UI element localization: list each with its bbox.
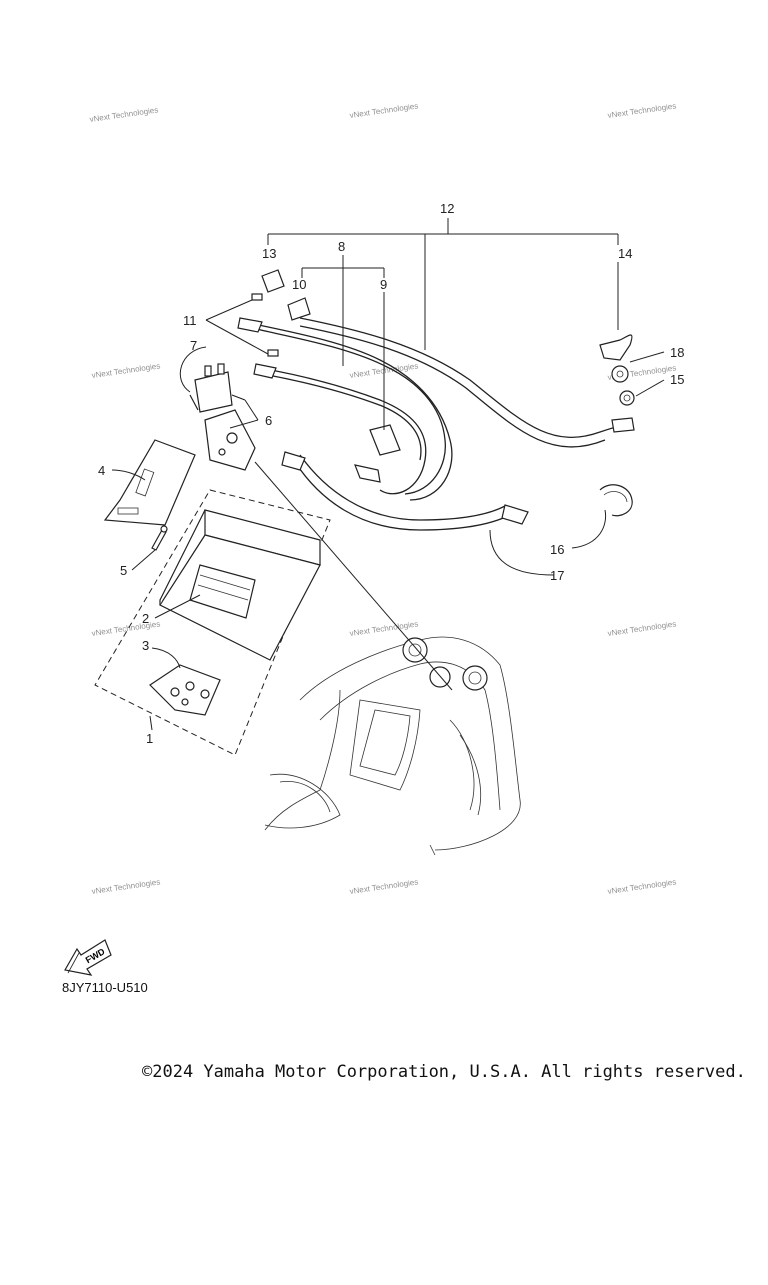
ground-leader bbox=[254, 461, 453, 691]
watermark: vNext Technologies bbox=[349, 101, 419, 120]
leader-lines bbox=[111, 218, 665, 731]
callout-2: 2 bbox=[142, 611, 149, 626]
callout-5: 5 bbox=[120, 563, 127, 578]
watermark: vNext Technologies bbox=[91, 361, 161, 380]
fwd-arrow-icon: FWD bbox=[64, 939, 112, 976]
callout-12: 12 bbox=[440, 201, 454, 216]
copyright-notice: ©2024 Yamaha Motor Corporation, U.S.A. A… bbox=[142, 1062, 746, 1082]
hull-outline bbox=[264, 636, 521, 856]
watermark-group: vNext Technologies vNext Technologies vN… bbox=[89, 101, 677, 896]
watermark: vNext Technologies bbox=[607, 877, 677, 896]
battery bbox=[159, 509, 321, 661]
cable-clamp bbox=[599, 484, 633, 517]
starter-relay bbox=[189, 363, 246, 413]
svg-text:vNext Technologies: vNext Technologies bbox=[91, 619, 161, 638]
callout-3: 3 bbox=[142, 638, 149, 653]
nut-washer bbox=[611, 365, 635, 406]
callout-14: 14 bbox=[618, 246, 632, 261]
svg-text:vNext Technologies: vNext Technologies bbox=[607, 101, 677, 120]
svg-text:vNext Technologies: vNext Technologies bbox=[89, 105, 159, 124]
callout-4: 4 bbox=[98, 463, 105, 478]
svg-text:vNext Technologies: vNext Technologies bbox=[91, 877, 161, 896]
relay-plate bbox=[204, 409, 256, 471]
callout-6: 6 bbox=[265, 413, 272, 428]
callout-labels: 12 13 8 14 10 9 11 7 18 15 6 4 16 5 17 2… bbox=[98, 201, 684, 746]
terminal-caps bbox=[251, 293, 279, 357]
callout-10: 10 bbox=[292, 277, 306, 292]
main-cable bbox=[299, 317, 635, 448]
battery-cable bbox=[281, 451, 529, 531]
callout-8: 8 bbox=[338, 239, 345, 254]
watermark: vNext Technologies bbox=[607, 619, 677, 638]
watermark: vNext Technologies bbox=[91, 619, 161, 638]
watermark: vNext Technologies bbox=[349, 877, 419, 896]
callout-9: 9 bbox=[380, 277, 387, 292]
callout-18: 18 bbox=[670, 345, 684, 360]
svg-text:vNext Technologies: vNext Technologies bbox=[607, 877, 677, 896]
svg-text:vNext Technologies: vNext Technologies bbox=[349, 619, 419, 638]
bolt bbox=[151, 525, 168, 551]
callout-11: 11 bbox=[183, 313, 197, 328]
watermark: vNext Technologies bbox=[349, 619, 419, 638]
watermark: vNext Technologies bbox=[89, 105, 159, 124]
svg-text:vNext Technologies: vNext Technologies bbox=[91, 361, 161, 380]
hold-down-kit bbox=[149, 664, 221, 716]
svg-text:vNext Technologies: vNext Technologies bbox=[349, 877, 419, 896]
callout-16: 16 bbox=[550, 542, 564, 557]
watermark: vNext Technologies bbox=[607, 101, 677, 120]
battery-box-outline bbox=[94, 489, 331, 756]
positive-cable bbox=[237, 269, 453, 501]
callout-13: 13 bbox=[262, 246, 276, 261]
watermark: vNext Technologies bbox=[91, 877, 161, 896]
diagram-code: 8JY7110-U510 bbox=[62, 980, 148, 995]
callout-1: 1 bbox=[146, 731, 153, 746]
svg-text:vNext Technologies: vNext Technologies bbox=[607, 619, 677, 638]
callout-7: 7 bbox=[190, 338, 197, 353]
svg-text:vNext Technologies: vNext Technologies bbox=[349, 101, 419, 120]
callout-17: 17 bbox=[550, 568, 564, 583]
bracket bbox=[103, 439, 196, 526]
callout-15: 15 bbox=[670, 372, 684, 387]
